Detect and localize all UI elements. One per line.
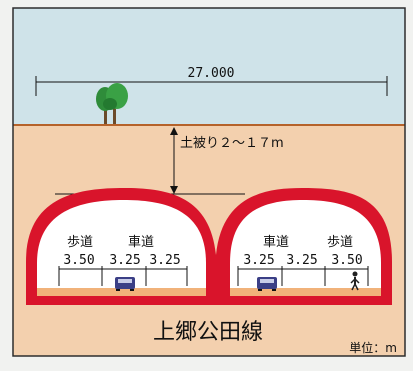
car-icon <box>257 277 277 291</box>
tree-icon <box>96 83 128 124</box>
right-roadway-label: 車道 <box>263 235 289 250</box>
cover-depth-label: 土被り２〜１７m <box>180 136 284 151</box>
right-lane1-width: 3.25 <box>243 253 274 268</box>
right-tunnel-bore <box>230 200 381 293</box>
left-roadway-label: 車道 <box>128 235 154 250</box>
left-tunnel-bore <box>37 200 206 293</box>
right-sidewalk-label: 歩道 <box>327 235 353 250</box>
left-lane-dimension <box>58 266 188 286</box>
pedestrian-icon <box>350 271 360 291</box>
unit-label: 単位：m <box>349 340 397 355</box>
left-lane1-width: 3.25 <box>109 253 140 268</box>
tunnel-lining <box>26 188 392 305</box>
right-lane2-width: 3.25 <box>286 253 317 268</box>
overall-width-label: 27.000 <box>188 66 235 81</box>
left-lane2-width: 3.25 <box>149 253 180 268</box>
sky-area <box>13 8 405 125</box>
right-lane-dimension <box>237 266 369 286</box>
right-sidewalk-width: 3.50 <box>331 253 362 268</box>
frame-border <box>12 7 406 357</box>
car-icon <box>115 277 135 291</box>
right-road-surface <box>230 288 381 296</box>
road-name-title: 上郷公田線 <box>153 320 263 345</box>
overall-width-dimension <box>35 76 388 96</box>
left-sidewalk-width: 3.50 <box>63 253 94 268</box>
left-road-surface <box>37 288 206 296</box>
left-sidewalk-label: 歩道 <box>67 235 93 250</box>
